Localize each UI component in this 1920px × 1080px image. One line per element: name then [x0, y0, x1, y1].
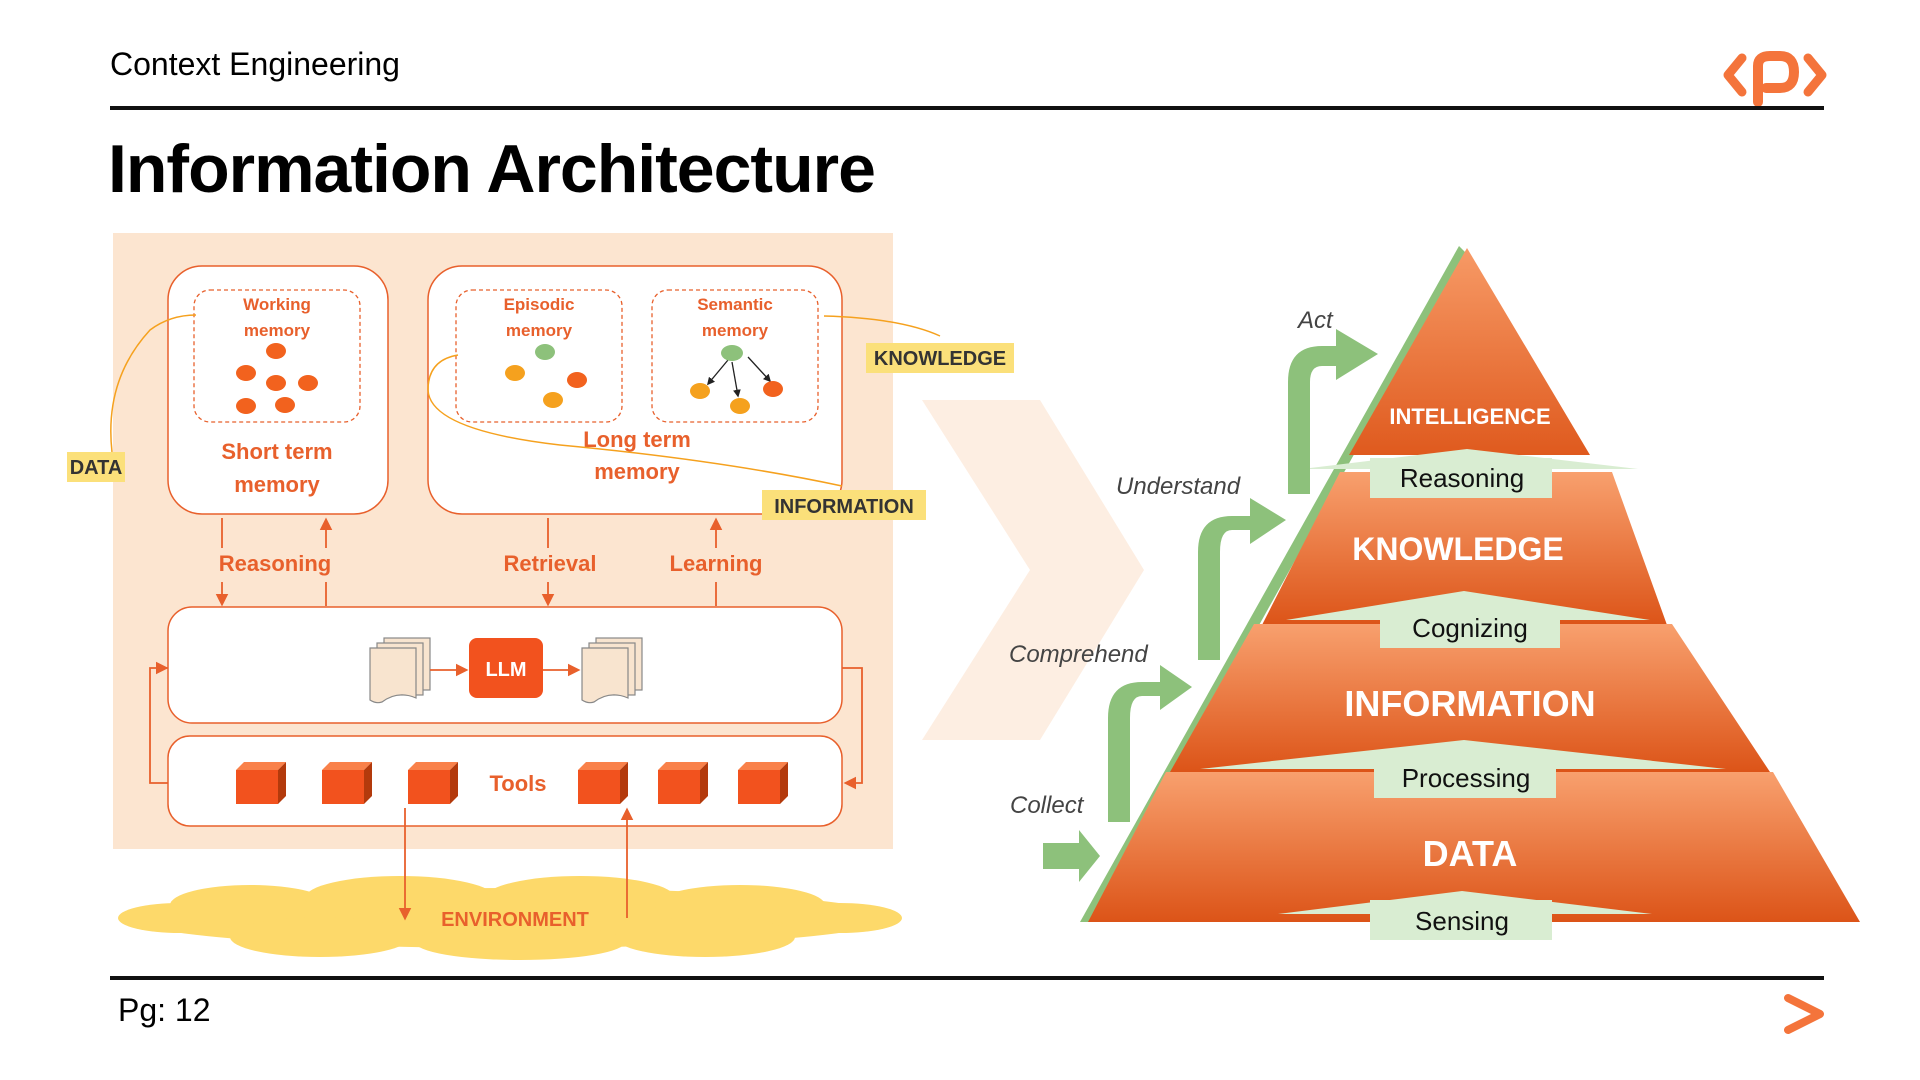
semantic-memory-graph: [690, 345, 783, 414]
reasoning-flow-label: Reasoning: [219, 551, 331, 576]
page-title: Information Architecture: [108, 131, 876, 207]
working-memory-box: [193, 289, 361, 423]
episodic-memory-nodes: [505, 344, 587, 408]
header-rule: [110, 106, 1824, 110]
process-band-processing: [1200, 740, 1726, 798]
action-label-understand: Understand: [1116, 473, 1241, 500]
packt-logo-icon: [1723, 51, 1827, 107]
llm-block: [469, 638, 543, 698]
level-label-data: DATA: [1423, 833, 1518, 874]
pyramid-level-information: [1170, 624, 1770, 772]
collect-arrow-icon: [1043, 830, 1100, 882]
comprehend-arrow-icon: [1108, 665, 1192, 822]
level-label-knowledge: KNOWLEDGE: [1352, 531, 1564, 567]
process-label-processing: Processing: [1402, 763, 1531, 793]
process-band-sensing: [1278, 891, 1652, 940]
process-label-sensing: Sensing: [1415, 906, 1509, 936]
process-band-reasoning: [1302, 449, 1638, 498]
llm-label: LLM: [485, 659, 526, 681]
action-label-collect: Collect: [1010, 792, 1085, 819]
transition-chevron-icon: [922, 400, 1144, 740]
tag-data: [67, 452, 125, 482]
pyramid-level-intelligence: [1349, 248, 1590, 455]
learning-flow-label: Learning: [670, 551, 763, 576]
header-brand: Context Engineering: [110, 46, 400, 82]
tag-data-label: DATA: [70, 457, 123, 479]
process-label-cognizing: Cognizing: [1412, 613, 1528, 643]
level-label-intelligence: INTELLIGENCE: [1389, 404, 1550, 429]
footer-rule: [110, 976, 1824, 980]
action-arrows: [1043, 329, 1378, 882]
tools-label: Tools: [489, 771, 546, 796]
data-connector: [110, 314, 197, 453]
chevron-right-icon[interactable]: [1780, 992, 1830, 1036]
tag-information-label: INFORMATION: [774, 496, 914, 518]
action-label-act: Act: [1296, 307, 1334, 334]
pyramid-green-edge: [1080, 246, 1466, 922]
tool-cubes: [236, 762, 788, 804]
act-arrow-icon: [1288, 329, 1378, 494]
knowledge-pyramid: INTELLIGENCE KNOWLEDGE INFORMATION DATA …: [1009, 246, 1860, 940]
right-feedback-loop: [842, 667, 863, 790]
understand-arrow-icon: [1198, 498, 1286, 660]
tag-knowledge: [866, 343, 1014, 373]
input-documents-icon: [369, 637, 431, 704]
pyramid-level-data: [1088, 772, 1860, 922]
action-label-comprehend: Comprehend: [1009, 641, 1148, 668]
tag-knowledge-label: KNOWLEDGE: [874, 348, 1006, 370]
knowledge-connector: [823, 315, 941, 337]
semantic-memory-box: [651, 289, 819, 423]
pyramid-level-knowledge: [1262, 472, 1667, 625]
page-number: Pg: 12: [118, 992, 211, 1028]
information-connector: [427, 354, 843, 487]
level-label-information: INFORMATION: [1344, 683, 1595, 724]
tag-information: [762, 490, 926, 520]
working-memory-nodes: [236, 343, 318, 414]
environment-label: ENVIRONMENT: [441, 909, 589, 931]
retrieval-flow-label: Retrieval: [504, 551, 597, 576]
process-band-cognizing: [1286, 591, 1650, 648]
output-documents-icon: [581, 637, 643, 704]
process-label-reasoning: Reasoning: [1400, 463, 1524, 493]
